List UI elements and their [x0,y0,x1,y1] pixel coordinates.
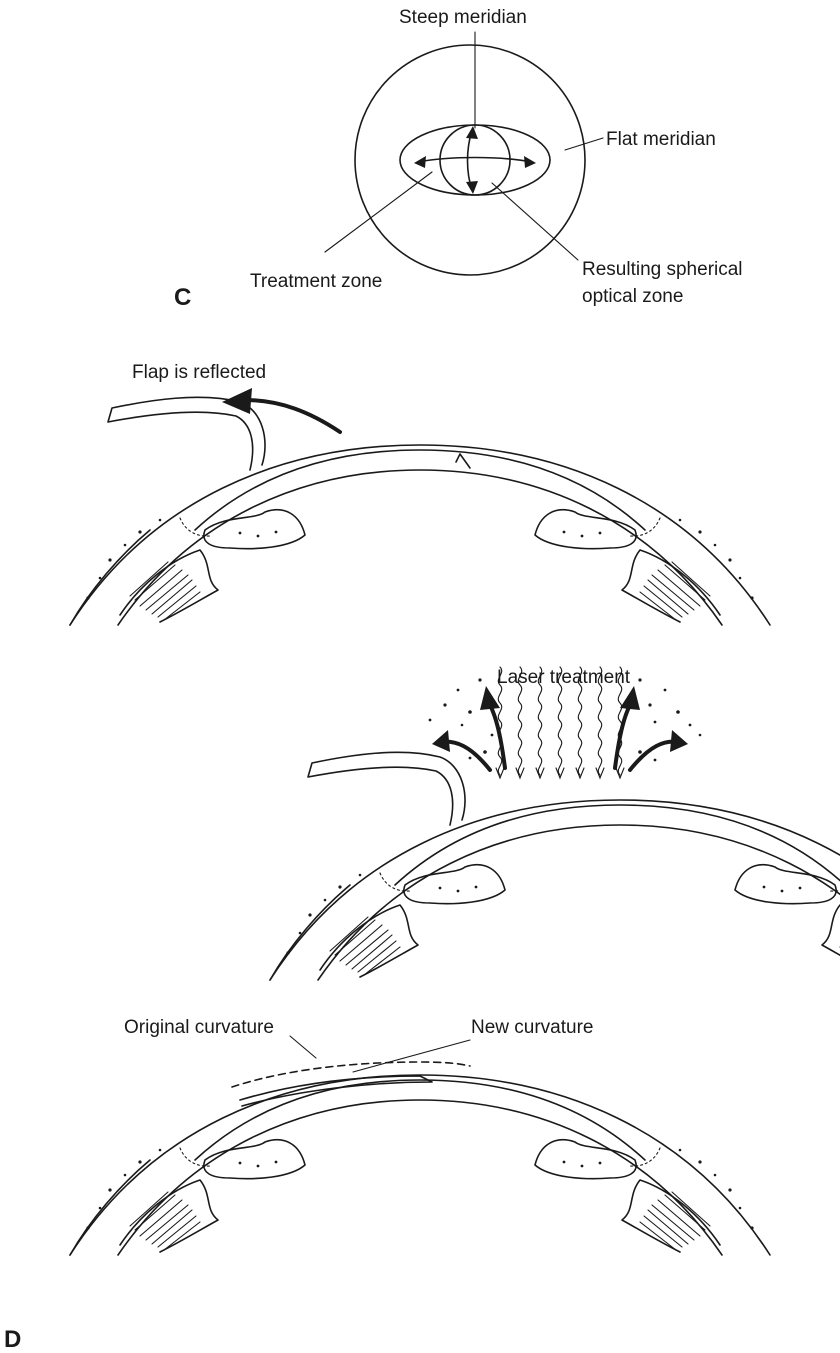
steep-meridian-label: Steep meridian [399,7,527,28]
flat-meridian-arrow [414,156,536,168]
panel-d-letter: D [4,1326,21,1353]
resulting-zone-label-line1: Resulting spherical [582,259,743,280]
panel-c: Steep meridian Flat meridian Treatment z… [174,7,743,311]
resulting-zone-label-line2: optical zone [582,286,683,307]
steep-meridian-arrow [466,126,478,194]
corneal-flap-2 [308,752,465,825]
flat-meridian-label: Flat meridian [606,129,716,150]
resulting-zone-leader [492,183,578,260]
flap-reflected-label: Flap is reflected [132,362,266,383]
laser-treatment-label: Laser treatment [497,667,631,688]
treatment-zone-label: Treatment zone [250,271,382,292]
treatment-zone-leader [325,172,432,252]
flap-reflected-arrow [222,388,340,432]
original-curvature-label: Original curvature [124,1017,274,1038]
laser-treatment-eye: Laser treatment [270,667,840,980]
new-curvature-label: New curvature [471,1017,594,1038]
panel-c-letter: C [174,284,191,311]
new-curvature-eye: Original curvature New curvature D [4,1017,770,1353]
flap-reflected-eye: Flap is reflected [70,362,770,625]
